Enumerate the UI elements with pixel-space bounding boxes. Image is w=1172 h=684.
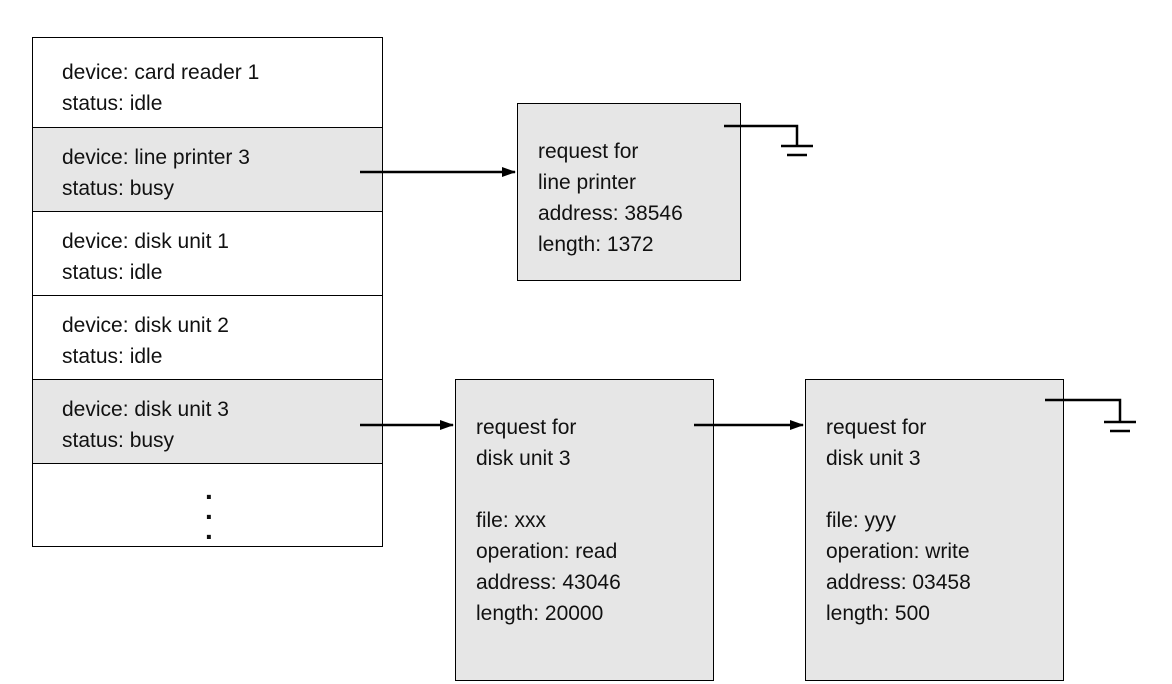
device-row-disk-unit-1: device: disk unit 1 status: idle [33, 212, 382, 296]
request-disk-unit-3-read: request for disk unit 3 file: xxx operat… [455, 379, 714, 681]
request-length: length: 20000 [476, 602, 604, 625]
device-status: status: busy [62, 429, 175, 452]
null-ground-icon [1045, 398, 1136, 433]
request-address: address: 03458 [826, 571, 971, 594]
device-row-line-printer-3: device: line printer 3 status: busy [33, 128, 382, 212]
device-name: device: disk unit 1 [62, 230, 229, 253]
request-file: file: xxx [476, 509, 547, 532]
device-status-table: device: card reader 1 status: idle devic… [32, 37, 383, 547]
more-devices-ellipsis: . . . [205, 474, 213, 545]
ellipsis-dot: . [205, 494, 213, 525]
request-text: disk unit 3 [826, 447, 921, 470]
device-row-disk-unit-2: device: disk unit 2 status: idle [33, 296, 382, 380]
request-text: request for [538, 140, 639, 163]
request-address: address: 38546 [538, 202, 683, 225]
request-text: disk unit 3 [476, 447, 571, 470]
device-name: device: card reader 1 [62, 61, 260, 84]
request-operation: operation: read [476, 540, 618, 563]
ellipsis-dot: . [205, 514, 213, 545]
null-ground-icon [724, 124, 813, 157]
request-length: length: 500 [826, 602, 930, 625]
request-line-printer: request for line printer address: 38546 … [517, 103, 741, 281]
device-row-card-reader-1: device: card reader 1 status: idle [33, 38, 382, 128]
request-file: file: yyy [826, 509, 897, 532]
device-status: status: idle [62, 345, 163, 368]
device-status: status: idle [62, 92, 163, 115]
request-disk-unit-3-write: request for disk unit 3 file: yyy operat… [805, 379, 1064, 681]
device-name: device: disk unit 2 [62, 314, 229, 337]
request-text: request for [476, 416, 577, 439]
request-address: address: 43046 [476, 571, 621, 594]
device-row-disk-unit-3: device: disk unit 3 status: busy [33, 380, 382, 464]
request-text: request for [826, 416, 927, 439]
ellipsis-dot: . [205, 474, 213, 505]
request-length: length: 1372 [538, 233, 654, 256]
request-text: line printer [538, 171, 637, 194]
request-operation: operation: write [826, 540, 970, 563]
device-status: status: busy [62, 177, 175, 200]
device-status: status: idle [62, 261, 163, 284]
device-name: device: line printer 3 [62, 146, 250, 169]
device-name: device: disk unit 3 [62, 398, 229, 421]
